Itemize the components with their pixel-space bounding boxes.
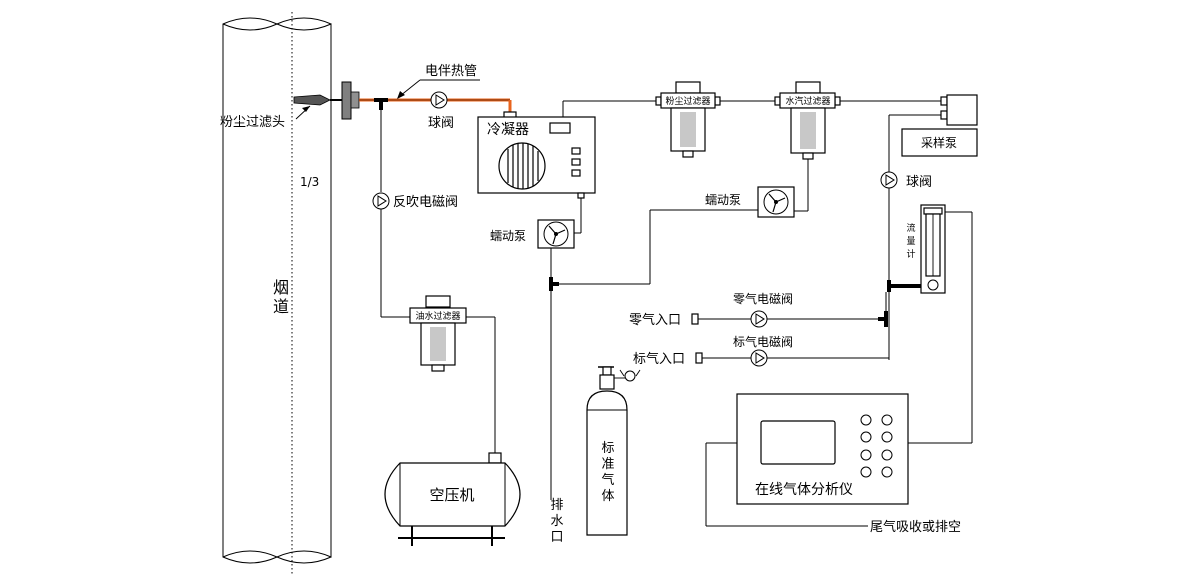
- ball-valve-top: [430, 91, 448, 109]
- flowmeter-label-1: 流: [906, 222, 915, 234]
- standard-gas-cylinder: [586, 366, 641, 536]
- oil-water-filter: [409, 295, 467, 372]
- exhaust-label: 尾气吸收或排空: [870, 519, 961, 535]
- backflush-valve: [372, 192, 390, 210]
- sampling-pump-label: 采样泵: [921, 135, 957, 150]
- zero-gas-tee: [878, 311, 888, 327]
- cylinder-label-4: 体: [601, 489, 614, 504]
- span-gas-valve-label: 标气电磁阀: [733, 334, 793, 349]
- span-gas-inlet-label: 标气入口: [633, 351, 685, 367]
- cylinder-label-1: 标: [601, 441, 614, 456]
- zero-gas-valve-label: 零气电磁阀: [733, 291, 793, 306]
- backflush-tee: [374, 98, 388, 110]
- flowmeter-label-2: 量: [906, 236, 915, 247]
- flue-label-2: 道: [273, 297, 289, 316]
- cylinder-label-2: 准: [601, 457, 614, 472]
- drain-label-1: 排: [550, 498, 563, 513]
- flange: [341, 81, 352, 120]
- condenser: [477, 111, 596, 199]
- flowmeter-label-3: 计: [906, 248, 915, 260]
- condenser-label: 冷凝器: [487, 122, 529, 138]
- heat-trace-label: 电伴热管: [425, 64, 477, 79]
- air-compressor-label: 空压机: [429, 486, 474, 504]
- online-gas-analyzer: [736, 393, 909, 505]
- water-filter-label: 水汽过滤器: [785, 95, 830, 107]
- drain-tee: [549, 277, 559, 291]
- zero-gas-inlet-label: 零气入口: [629, 312, 681, 328]
- fraction-label: 1/3: [300, 175, 319, 189]
- peristaltic-pump-2-label: 蠕动泵: [705, 193, 741, 207]
- ball-valve-top-label: 球阀: [428, 116, 454, 131]
- peristaltic-pump-1-label: 蠕动泵: [490, 229, 526, 243]
- ball-valve-right-label: 球阀: [906, 175, 932, 190]
- flue-duct: [222, 12, 332, 575]
- right-tee: [887, 280, 921, 292]
- cylinder-label-3: 气: [601, 472, 614, 488]
- dust-filter-probe: [293, 81, 360, 120]
- flue-label-1: 烟: [273, 278, 289, 297]
- water-filter: [774, 81, 841, 160]
- drain-label-2: 水: [550, 514, 563, 529]
- dust-filter: [655, 81, 721, 158]
- dust-filter-head-label: 粉尘过滤头: [220, 115, 285, 130]
- span-gas-valve: [750, 349, 768, 367]
- flowmeter: [920, 204, 946, 294]
- zero-gas-valve: [750, 310, 768, 328]
- ball-valve-right: [880, 171, 898, 189]
- span-gas-inlet: 标气入口: [633, 351, 703, 367]
- dust-filter-label: 粉尘过滤器: [665, 95, 710, 107]
- analyzer-label: 在线气体分析仪: [755, 482, 853, 498]
- backflush-valve-label: 反吹电磁阀: [393, 195, 458, 210]
- sampling-pump: [901, 94, 978, 157]
- zero-gas-inlet: 零气入口: [629, 312, 699, 328]
- air-compressor: [384, 452, 521, 546]
- oil-water-filter-label: 油水过滤器: [415, 310, 460, 322]
- peristaltic-pump-2: [757, 186, 795, 218]
- drain-label-3: 口: [550, 530, 563, 545]
- peristaltic-pump-1: [537, 219, 575, 249]
